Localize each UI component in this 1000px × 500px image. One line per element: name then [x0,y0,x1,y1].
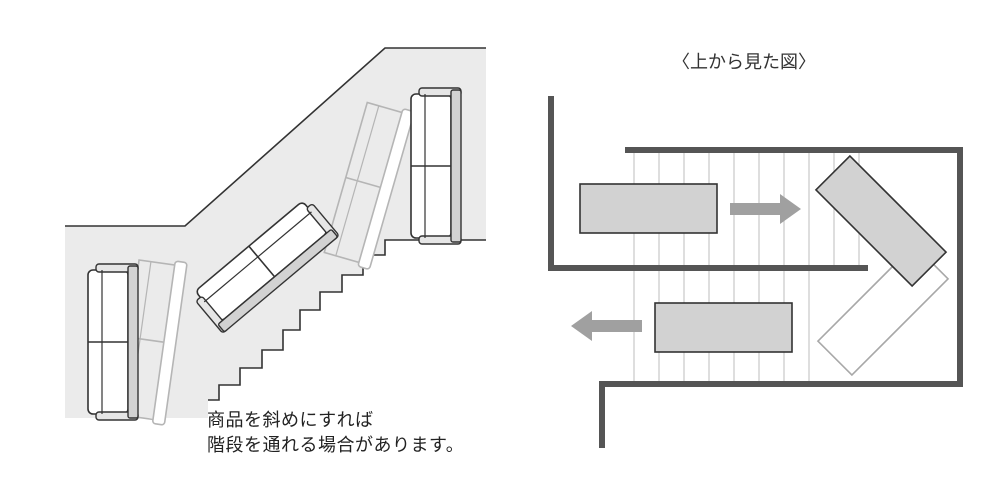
box-lower-flight [654,302,793,353]
caption-line-2: 階段を通れる場合があります。 [207,435,465,456]
stair-walls [548,96,963,448]
sofa-bottom [87,263,139,421]
sofa-ghost-upper [323,101,415,270]
sofa-tilted [196,202,339,333]
side-view [65,47,486,426]
box-upper-flight [579,183,718,234]
top-view [548,96,963,448]
box-landing-rotated [814,154,948,288]
arrow-left [571,311,642,341]
arrow-right [730,194,801,224]
caption-line-1: 商品を斜めにすれば [207,410,374,431]
top-view-label: 〈上から見た図〉 [672,52,816,73]
ceiling-line [65,47,486,227]
sofa-top [410,87,462,245]
caption: 商品を斜めにすれば 階段を通れる場合があります。 [207,408,464,458]
